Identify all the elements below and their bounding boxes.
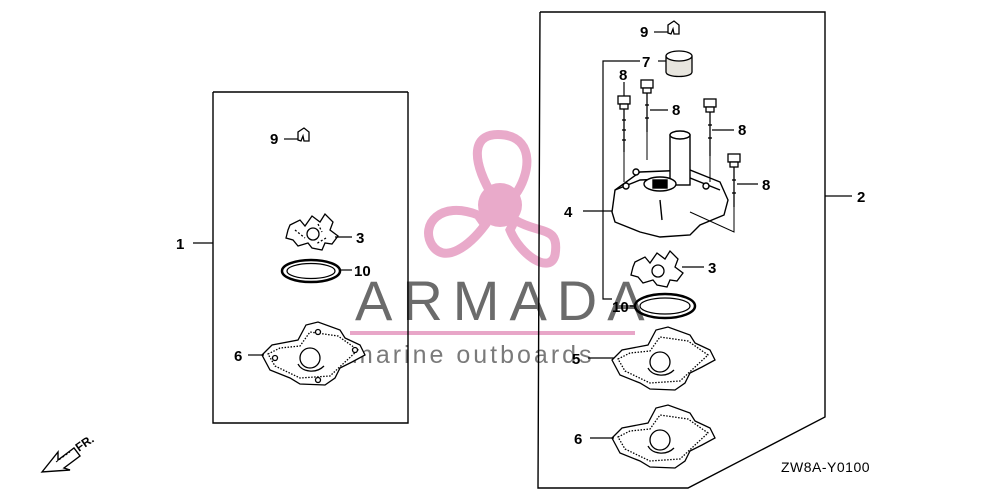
diagram-code: ZW8A-Y0100: [781, 459, 870, 475]
gasket-right: [611, 404, 716, 469]
callout-right-8d: 8: [762, 177, 770, 194]
callout-left-3: 3: [356, 230, 364, 247]
callout-right-5: 5: [572, 351, 580, 368]
callout-right-8a: 8: [619, 67, 627, 84]
watermark-propeller-logo: [424, 129, 561, 268]
callout-right-8b: 8: [672, 102, 680, 119]
clip-part-left: [297, 127, 310, 142]
sleeve-part: [665, 50, 693, 78]
callout-right-8c: 8: [738, 122, 746, 139]
front-direction-arrow: FR.: [40, 432, 97, 473]
callout-right-7: 7: [642, 54, 650, 71]
callout-left-10: 10: [354, 263, 371, 280]
impeller-left: [285, 212, 339, 251]
callout-2: 2: [857, 189, 865, 206]
pump-housing: [611, 130, 729, 238]
callout-1: 1: [176, 236, 184, 253]
watermark-text: ARMADA marine outboards: [350, 269, 655, 369]
callout-right-4: 4: [564, 204, 573, 221]
impeller-right: [630, 249, 684, 288]
plate-part: [611, 326, 716, 391]
callout-right-3: 3: [708, 260, 716, 277]
callout-right-9: 9: [640, 24, 648, 41]
gasket-left: [261, 321, 366, 386]
callout-right-6: 6: [574, 431, 582, 448]
o-ring-left: [280, 258, 342, 284]
bolt-group: [617, 79, 741, 207]
clip-part-right: [667, 20, 680, 35]
callout-left-6: 6: [234, 348, 242, 365]
watermark-brand: ARMADA: [355, 269, 655, 332]
watermark-tagline: marine outboards: [352, 341, 595, 369]
kit-box-left: [212, 91, 409, 424]
kit-box-right: [537, 11, 826, 489]
callout-right-10: 10: [612, 299, 629, 316]
callout-left-9: 9: [270, 131, 278, 148]
